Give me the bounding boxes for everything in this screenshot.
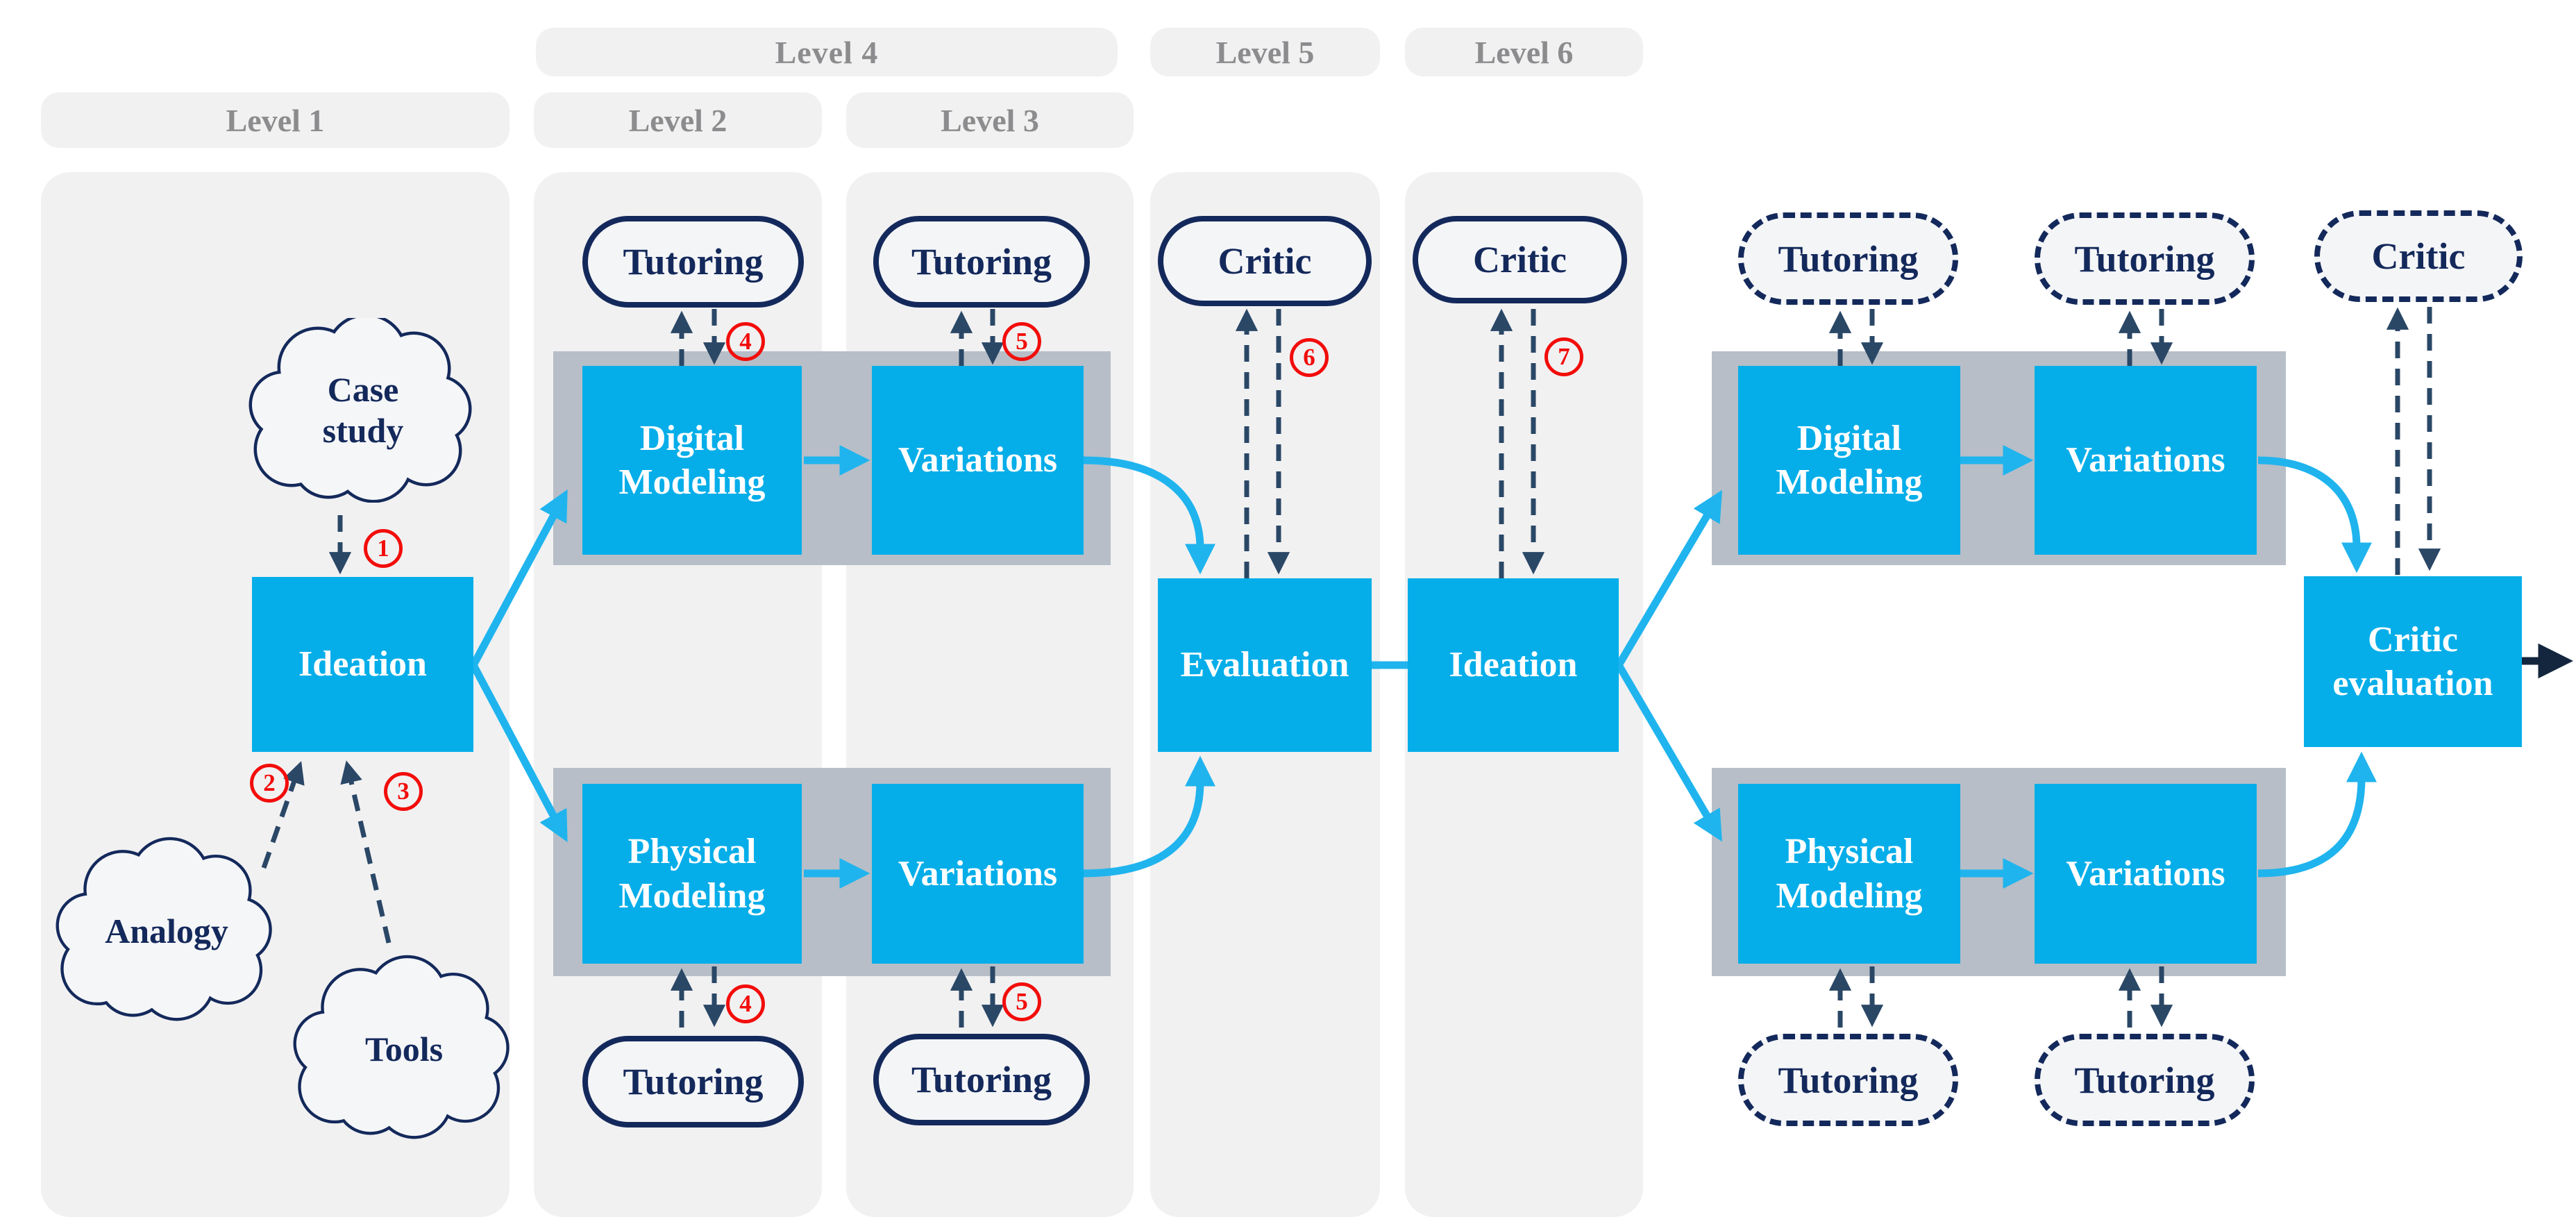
node-label: Physical Modeling xyxy=(618,832,766,916)
step-marker-2-label: 2 xyxy=(263,769,276,796)
node-label: Variations xyxy=(898,440,1058,480)
step-marker-1-label: 1 xyxy=(377,535,389,562)
level-1-header: Level 1 xyxy=(41,92,510,148)
pill-critic-right: Critic xyxy=(2314,210,2523,302)
cloud-analogy: Analogy xyxy=(56,828,278,1034)
node-physical-modeling-right: Physical Modeling xyxy=(1738,784,1960,964)
level-4-header: Level 4 xyxy=(536,28,1118,76)
step-marker-5-label: 5 xyxy=(1016,328,1028,355)
pill-label: Tutoring xyxy=(911,1059,1052,1100)
cloud-case-study: Case study xyxy=(249,318,478,503)
node-variations-top-right: Variations xyxy=(2035,366,2257,555)
node-ideation-level6: Ideation xyxy=(1408,578,1619,752)
cloud-tools-label: Tools xyxy=(364,1029,444,1068)
node-variations-bottom-right: Variations xyxy=(2035,784,2257,964)
pill-label: Tutoring xyxy=(2074,237,2215,280)
pill-tutoring-variations-bottom-right: Tutoring xyxy=(2035,1034,2255,1126)
pill-tutoring-variations-right: Tutoring xyxy=(2035,212,2255,305)
step-marker-6: 6 xyxy=(1290,338,1329,377)
node-label: Variations xyxy=(2066,853,2225,894)
node-variations-top-left: Variations xyxy=(872,366,1084,555)
level-2-header: Level 2 xyxy=(534,92,822,148)
pill-label: Tutoring xyxy=(1778,237,1919,280)
step-marker-4-top: 4 xyxy=(726,322,765,361)
step-marker-2: 2 xyxy=(250,764,289,803)
node-physical-modeling-left: Physical Modeling xyxy=(582,784,802,964)
node-digital-modeling-left: Digital Modeling xyxy=(582,366,802,555)
step-marker-7-label: 7 xyxy=(1558,343,1570,370)
node-label: Critic evaluation xyxy=(2332,619,2493,703)
node-label: Variations xyxy=(898,853,1058,894)
node-digital-modeling-right: Digital Modeling xyxy=(1738,366,1960,555)
node-label: Variations xyxy=(2066,440,2225,480)
level-5-label: Level 5 xyxy=(1215,34,1315,70)
step-marker-3: 3 xyxy=(384,772,423,811)
pill-tutoring-physical-right: Tutoring xyxy=(1738,1034,1958,1126)
pill-tutoring-digital-left: Tutoring xyxy=(582,216,804,308)
pill-label: Critic xyxy=(1473,239,1567,280)
step-marker-5-bottom: 5 xyxy=(1002,982,1041,1021)
cloud-tools: Tools xyxy=(293,946,515,1152)
level-3-header: Level 3 xyxy=(846,92,1134,148)
pill-label: Tutoring xyxy=(2074,1059,2215,1101)
step-marker-7: 7 xyxy=(1544,337,1583,376)
pill-critic-level5: Critic xyxy=(1158,216,1372,306)
node-evaluation: Evaluation xyxy=(1158,578,1372,752)
level-6-label: Level 6 xyxy=(1474,34,1574,70)
pill-label: Critic xyxy=(2371,235,2466,277)
pill-label: Tutoring xyxy=(623,1061,764,1103)
level-3-label: Level 3 xyxy=(941,102,1039,138)
node-label: Ideation xyxy=(298,644,427,685)
step-marker-5-label: 5 xyxy=(1016,988,1028,1015)
pill-tutoring-digital-right: Tutoring xyxy=(1738,212,1958,305)
step-marker-4-label: 4 xyxy=(739,990,752,1017)
level-2-label: Level 2 xyxy=(628,102,727,138)
step-marker-5-top: 5 xyxy=(1002,322,1041,361)
level-5-header: Level 5 xyxy=(1150,28,1380,76)
cloud-case-study-label: Case study xyxy=(322,370,404,450)
node-label: Digital Modeling xyxy=(618,418,766,502)
step-marker-4-bottom: 4 xyxy=(726,984,765,1023)
level-1-label: Level 1 xyxy=(226,102,325,138)
pill-label: Critic xyxy=(1218,240,1312,282)
node-label: Ideation xyxy=(1449,645,1578,685)
node-label: Physical Modeling xyxy=(1776,832,1923,916)
node-variations-bottom-left: Variations xyxy=(872,784,1084,964)
cloud-analogy-label: Analogy xyxy=(105,911,228,950)
step-marker-6-label: 6 xyxy=(1303,344,1315,371)
pill-tutoring-variations-bottom-left: Tutoring xyxy=(873,1034,1090,1125)
pill-tutoring-variations-left: Tutoring xyxy=(873,216,1090,308)
pill-tutoring-physical-left: Tutoring xyxy=(582,1036,804,1127)
node-label: Digital Modeling xyxy=(1776,418,1923,502)
node-ideation-level1: Ideation xyxy=(252,577,473,752)
level-4-label: Level 4 xyxy=(775,34,879,70)
level-6-header: Level 6 xyxy=(1405,28,1643,76)
step-marker-4-label: 4 xyxy=(739,328,752,355)
pill-label: Tutoring xyxy=(623,241,764,283)
step-marker-3-label: 3 xyxy=(397,778,410,805)
node-label: Evaluation xyxy=(1180,645,1349,685)
node-critic-evaluation: Critic evaluation xyxy=(2304,576,2522,747)
pill-label: Tutoring xyxy=(1778,1059,1919,1101)
step-marker-1: 1 xyxy=(364,529,403,568)
pill-label: Tutoring xyxy=(911,241,1052,283)
pill-critic-level6: Critic xyxy=(1413,216,1627,303)
